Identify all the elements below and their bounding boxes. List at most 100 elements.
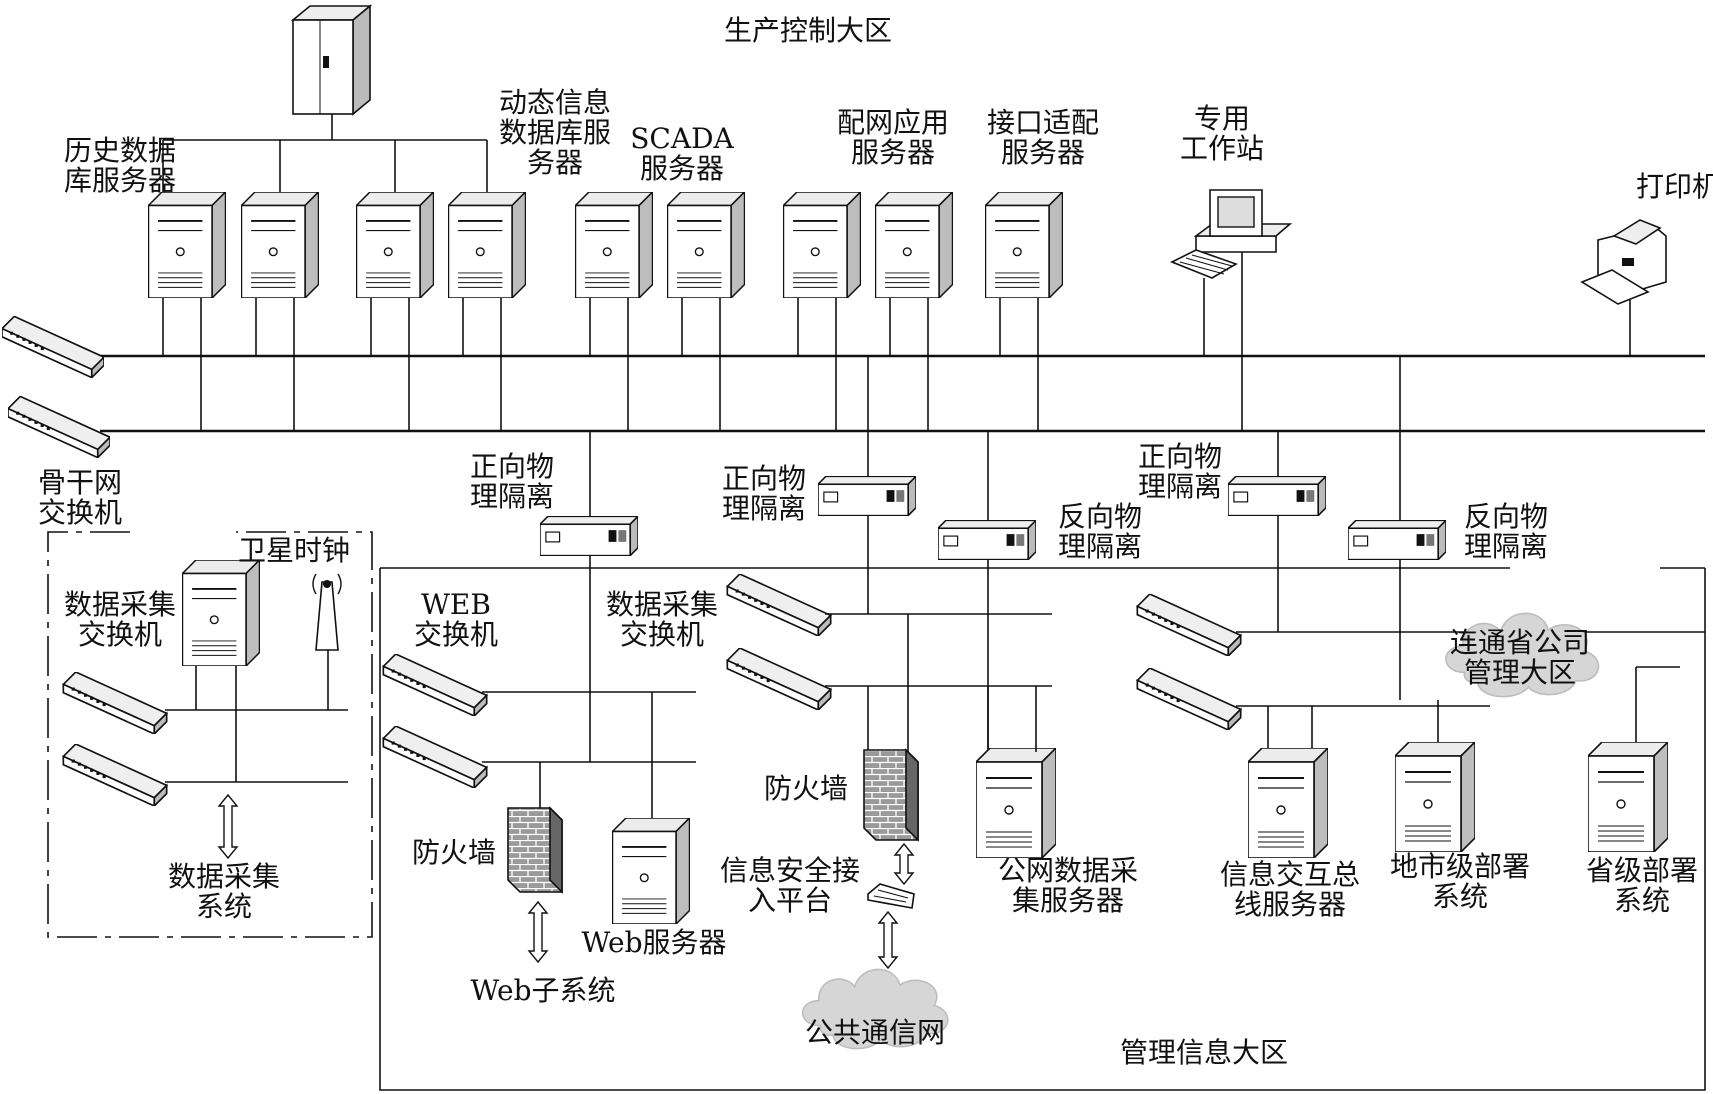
daq-system-label-line: 数据采集: [168, 860, 280, 893]
storage-cabinet-icon: [290, 4, 373, 116]
info-bus-server-icon: [1248, 748, 1328, 858]
access-cloud-arrow: [877, 910, 899, 970]
printer-label: 打印机: [1636, 170, 1713, 203]
daq-switch-left-label-line: 交换机: [78, 618, 162, 651]
dist-app-server-label-line: 配网应用: [837, 106, 949, 139]
interface-server-label: 接口适配服务器: [987, 106, 1099, 169]
sat-clock-label: 卫星时钟: [238, 534, 350, 567]
scada-server-label-line: SCADA: [630, 122, 734, 155]
interface-server-icon: [985, 192, 1063, 298]
reverse-iso-2-label-line: 理隔离: [1464, 530, 1548, 563]
workstation-label: 专用工作站: [1180, 102, 1264, 165]
workstation-icon: [1170, 189, 1293, 279]
public-daq-server-label: 公网数据采集服务器: [998, 854, 1138, 917]
right-switch-2-icon: [1136, 668, 1242, 730]
reverse-iso-2-label: 反向物理隔离: [1464, 500, 1548, 563]
history-server-2-icon: [241, 192, 319, 298]
backbone-switch-label: 骨干网交换机: [38, 466, 122, 529]
firewall-mid-label-line: 防火墙: [764, 772, 848, 805]
sec-access-label-line: 信息安全接: [720, 854, 860, 887]
scada-server-1-icon: [575, 192, 653, 298]
public-daq-server-label-line: 公网数据采: [998, 854, 1138, 887]
dist-app-server-label: 配网应用服务器: [837, 106, 949, 169]
daq-system-label: 数据采集系统: [168, 860, 280, 923]
web-switch-label-line: WEB: [421, 588, 491, 621]
zone-title-management: 管理信息大区: [1120, 1036, 1288, 1069]
province-system-label-line: 系统: [1614, 884, 1670, 917]
zone-title-management-line: 管理信息大区: [1120, 1036, 1288, 1069]
daq-system-arrow: [217, 793, 239, 860]
firewall-left-icon: [507, 806, 563, 894]
public-daq-server-icon: [976, 748, 1056, 858]
info-bus-server-label-line: 线服务器: [1234, 888, 1346, 921]
daq-switch-left-label-line: 数据采集: [64, 588, 176, 621]
firewall-access-arrow: [893, 842, 915, 886]
interface-server-label-line: 服务器: [1001, 136, 1085, 169]
province-link-cloud-icon: [1445, 612, 1600, 698]
web-server-label: Web服务器: [582, 926, 727, 959]
forward-iso-1-label-line: 正向物: [470, 450, 554, 483]
daq-system-label-line: 系统: [196, 890, 252, 923]
dist-app-server-2-icon: [875, 192, 953, 298]
reverse-iso-1-label: 反向物理隔离: [1058, 500, 1142, 563]
forward-iso-2-label-line: 正向物: [722, 462, 806, 495]
reverse-iso-1-label-line: 反向物: [1058, 500, 1142, 533]
scada-server-label-line: 服务器: [640, 152, 724, 185]
daq-switch-mid-label: 数据采集交换机: [606, 588, 718, 651]
public-daq-server-label-line: 集服务器: [1012, 884, 1124, 917]
forward-iso-2-label: 正向物理隔离: [722, 462, 806, 525]
dynamic-server-label: 动态信息数据库服务器: [499, 86, 611, 179]
history-server-1-icon: [148, 192, 226, 298]
backbone-switch-2-icon: [8, 396, 110, 458]
satellite-antenna-icon: [312, 573, 342, 651]
web-switch-label-line: 交换机: [414, 618, 498, 651]
sec-access-label-line: 入平台: [748, 884, 832, 917]
backbone-switch-label-line: 交换机: [38, 496, 122, 529]
web-server-icon: [612, 818, 690, 924]
printer-icon: [1580, 219, 1667, 305]
dynamic-server-1-icon: [356, 192, 434, 298]
forward-iso-2-label-line: 理隔离: [722, 492, 806, 525]
daq-switch-mid-label-line: 交换机: [620, 618, 704, 651]
backbone-switch-1-icon: [2, 316, 104, 378]
forward-iso-3-label: 正向物理隔离: [1138, 440, 1222, 503]
web-subsystem-label: Web子系统: [471, 974, 616, 1007]
firewall-left-label: 防火墙: [412, 836, 496, 869]
backbone-switch-label-line: 骨干网: [38, 466, 122, 499]
forward-iso-2-icon: [818, 476, 916, 516]
scada-server-2-icon: [667, 192, 745, 298]
province-system-label: 省级部署系统: [1586, 854, 1698, 917]
interface-server-label-line: 接口适配: [987, 106, 1099, 139]
history-server-label-line: 库服务器: [64, 164, 176, 197]
forward-iso-3-label-line: 理隔离: [1138, 470, 1222, 503]
history-server-label-line: 历史数据: [64, 134, 176, 167]
management-zone-border: [379, 568, 1706, 1091]
dist-app-server-1-icon: [783, 192, 861, 298]
sat-clock-label-line: 卫星时钟: [238, 534, 350, 567]
reverse-iso-2-label-line: 反向物: [1464, 500, 1548, 533]
forward-iso-3-icon: [1228, 476, 1326, 516]
access-platform-icon: [867, 883, 915, 909]
public-net-label: 公共通信网: [805, 1016, 945, 1049]
reverse-iso-2-icon: [1348, 520, 1446, 560]
daq-left-server-icon: [182, 560, 260, 666]
zone-title-production: 生产控制大区: [724, 14, 892, 47]
web-server-label-line: Web服务器: [582, 926, 727, 959]
right-switch-1-icon: [1136, 594, 1242, 656]
city-system-label-line: 系统: [1432, 880, 1488, 913]
dynamic-server-label-line: 务器: [527, 146, 583, 179]
dynamic-server-2-icon: [448, 192, 526, 298]
web-switch-2-icon: [382, 726, 488, 788]
public-net-label-line: 公共通信网: [805, 1016, 945, 1049]
dynamic-server-label-line: 动态信息: [499, 86, 611, 119]
daq-left-switch-1-icon: [62, 672, 168, 734]
reverse-iso-1-label-line: 理隔离: [1058, 530, 1142, 563]
province-system-label-line: 省级部署: [1586, 854, 1698, 887]
workstation-label-line: 专用: [1194, 102, 1250, 135]
city-system-label: 地市级部署系统: [1390, 850, 1530, 913]
reverse-iso-1-icon: [938, 520, 1036, 560]
